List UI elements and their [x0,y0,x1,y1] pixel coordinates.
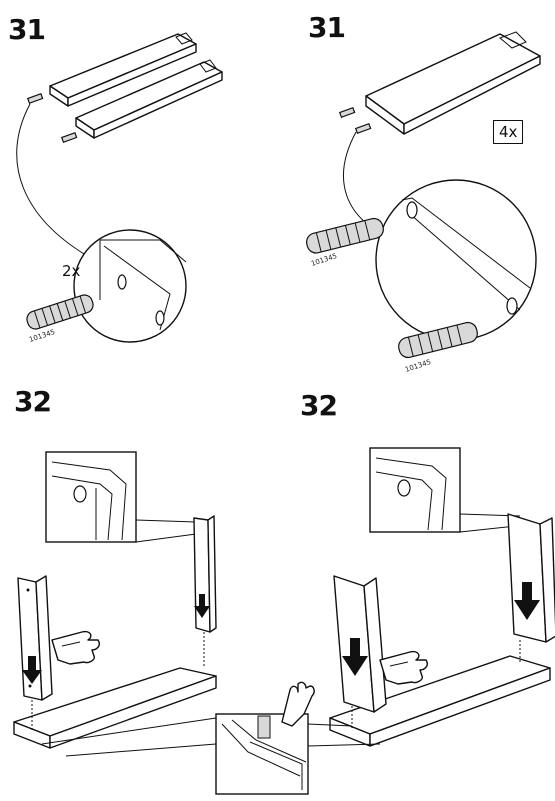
dowel-icon [398,321,478,359]
panel-4-drawing [307,447,555,747]
detail-inset [369,447,521,533]
board-1 [49,32,197,107]
panel-2-drawing: 101345 101345 [306,31,541,374]
board-2 [75,59,223,139]
detail-magnifier [73,229,187,343]
down-arrow-icon [22,594,210,684]
part-number: 101345 [310,252,338,268]
pointing-hand-icon [51,630,101,665]
quantity-label: 2x [62,262,81,280]
step-number: 31 [8,13,46,46]
pointing-hand-icon [379,650,429,685]
part-number: 101345 [404,358,432,374]
panel-3-drawing [13,451,217,757]
dowel-icon [26,92,78,143]
detail-magnifier [375,179,537,341]
panel-1-drawing: 101345 [16,32,223,344]
detail-inset [45,451,197,543]
quantity-badge: 4x [493,120,524,144]
step-number: 32 [300,389,338,422]
down-arrow-icon [342,582,540,676]
dowel-icon [26,294,94,330]
step-number: 32 [14,385,52,418]
dowel-icon [338,106,372,134]
step-number: 31 [308,11,346,44]
part-number: 101345 [28,328,56,344]
pointing-hand-icon [281,681,315,727]
detail-inset [215,681,315,795]
dowel-icon [306,217,384,254]
